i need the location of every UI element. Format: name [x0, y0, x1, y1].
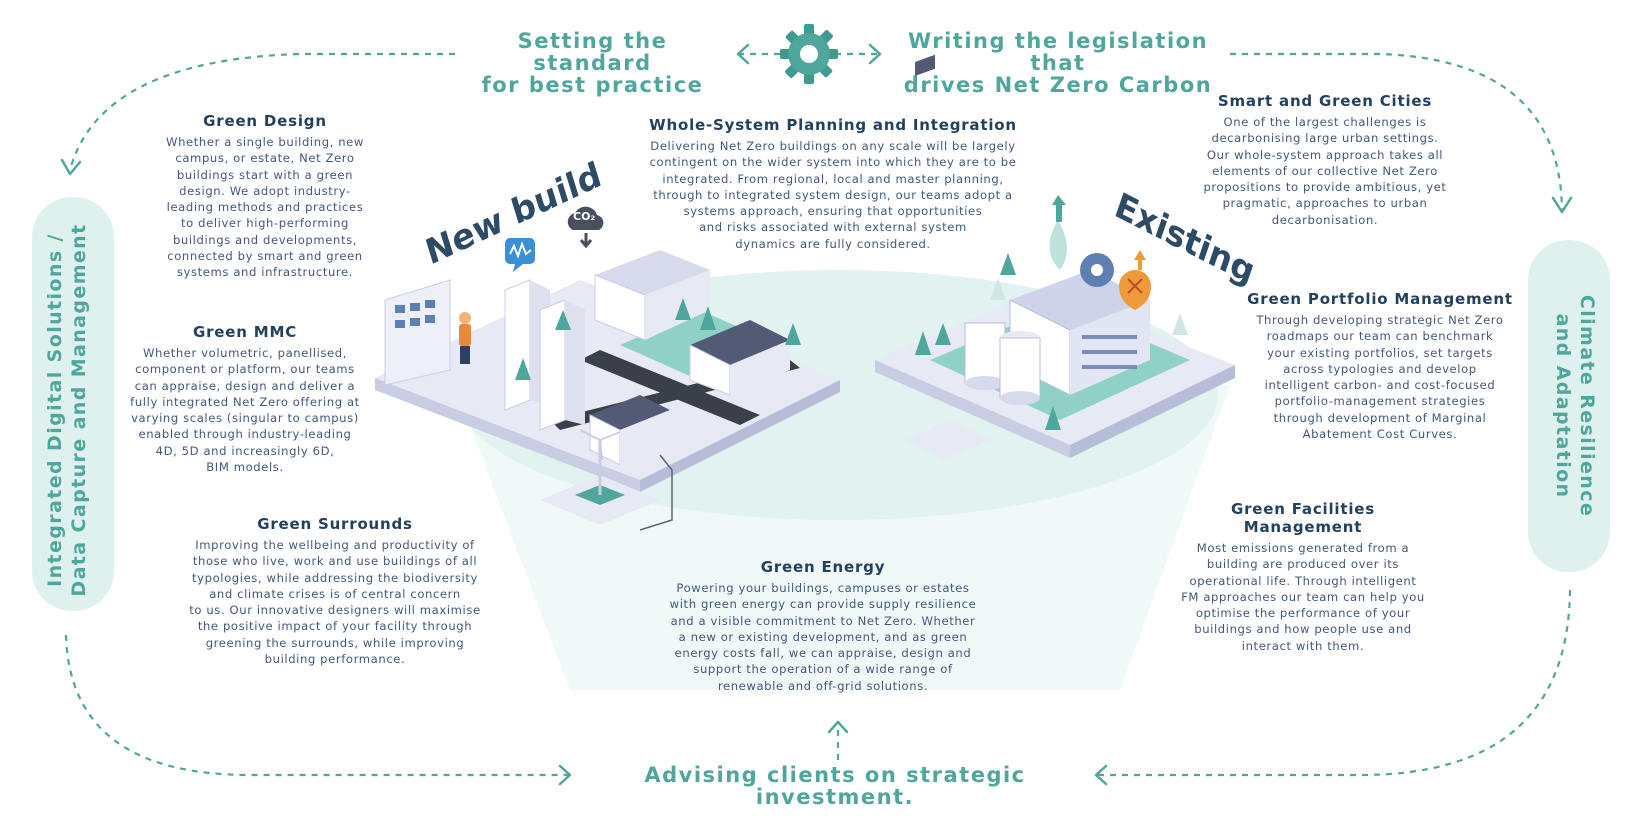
- section-smart-cities: Smart and Green Cities One of the larges…: [1180, 92, 1470, 228]
- facilities-body: Most emissions generated from a building…: [1181, 541, 1425, 653]
- green-mmc-title: Green MMC: [192, 323, 298, 341]
- green-energy-title: Green Energy: [760, 558, 886, 576]
- section-green-design: Green Design Whether a single building, …: [150, 112, 380, 281]
- section-green-energy: Green Energy Powering your buildings, ca…: [648, 558, 998, 694]
- bottom-heading: Advising clients on strategic investment…: [644, 763, 1026, 809]
- section-whole-system: Whole-System Planning and Integration De…: [628, 116, 1038, 252]
- whole-system-body: Delivering Net Zero buildings on any sca…: [649, 139, 1017, 251]
- portfolio-body: Through developing strategic Net Zero ro…: [1256, 313, 1504, 442]
- green-surrounds-body: Improving the wellbeing and productivity…: [189, 538, 481, 667]
- portfolio-title: Green Portfolio Management: [1247, 290, 1513, 308]
- green-surrounds-title: Green Surrounds: [257, 515, 413, 533]
- facilities-title: Green Facilities Management: [1231, 500, 1375, 536]
- co2-label: CO₂: [573, 210, 596, 223]
- whole-system-title: Whole-System Planning and Integration: [649, 116, 1017, 134]
- right-pill: [1528, 240, 1610, 572]
- top-right-heading: Writing the legislation that drives Net …: [903, 29, 1213, 97]
- smart-cities-body: One of the largest challenges is decarbo…: [1203, 115, 1447, 227]
- section-green-mmc: Green MMC Whether volumetric, panellised…: [115, 323, 375, 475]
- section-facilities: Green Facilities Management Most emissio…: [1168, 500, 1438, 654]
- smart-cities-title: Smart and Green Cities: [1217, 92, 1433, 110]
- section-portfolio: Green Portfolio Management Through devel…: [1245, 290, 1515, 442]
- cloud-co2-icon: CO₂: [565, 200, 607, 250]
- green-mmc-body: Whether volumetric, panellised, componen…: [130, 346, 360, 475]
- green-energy-body: Powering your buildings, campuses or est…: [669, 581, 977, 693]
- chart-bubble-icon: [505, 238, 535, 272]
- section-green-surrounds: Green Surrounds Improving the wellbeing …: [175, 515, 495, 667]
- top-left-heading: Setting the standard for best practice: [481, 29, 704, 97]
- left-pill: [32, 197, 114, 611]
- green-design-title: Green Design: [203, 112, 327, 130]
- gear-icon: [780, 24, 838, 84]
- green-design-body: Whether a single building, new campus, o…: [166, 135, 364, 280]
